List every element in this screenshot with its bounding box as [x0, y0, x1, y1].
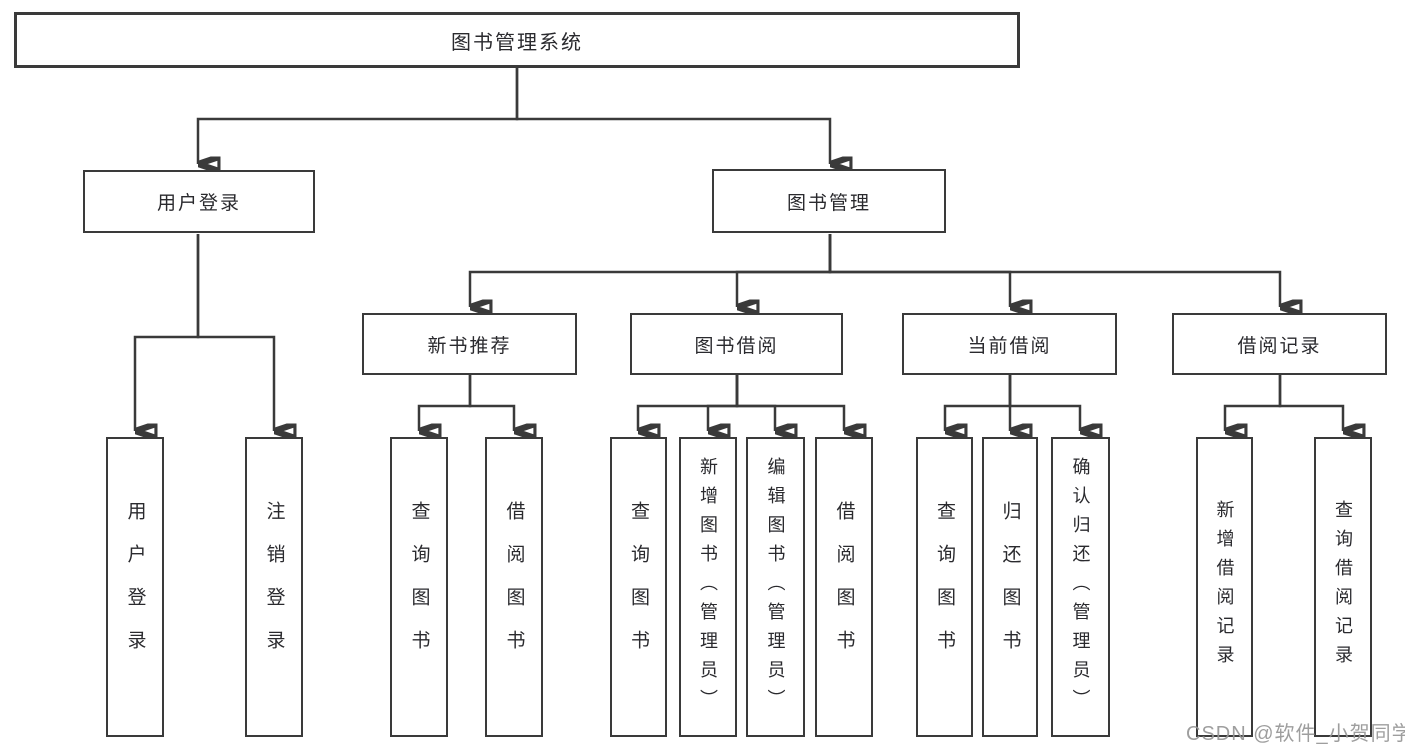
edge-cb-to-query — [943, 375, 1012, 431]
edge-bm-to-borrowing — [735, 234, 832, 307]
leaf-query-borrow-record: 查询借阅记录 — [1314, 437, 1372, 737]
edge-bb-to-borrow — [735, 375, 844, 431]
leaf-query-books-borrowing: 查询图书 — [610, 437, 667, 737]
edge-br-to-query — [1278, 375, 1343, 431]
edge-root-to-user-login — [196, 68, 519, 164]
leaf-user-login: 用户登录 — [106, 437, 164, 737]
edge-bm-to-current — [828, 234, 1010, 307]
node-book-management: 图书管理 — [712, 169, 946, 233]
edge-userlogin-to-leaf2 — [196, 234, 274, 431]
leaf-return-books: 归还图书 — [982, 437, 1038, 737]
leaf-edit-books-admin: 编辑图书（管理员） — [746, 437, 805, 737]
node-book-borrowing: 图书借阅 — [630, 313, 843, 375]
edge-bb-to-add — [706, 375, 739, 431]
leaf-confirm-return-admin: 确认归还（管理员） — [1051, 437, 1110, 737]
leaf-borrow-books-borrowing: 借阅图书 — [815, 437, 873, 737]
leaf-query-books-recommend: 查询图书 — [390, 437, 448, 737]
node-user-login: 用户登录 — [83, 170, 315, 233]
leaf-query-books-current: 查询图书 — [916, 437, 973, 737]
edge-bm-to-new-book — [468, 234, 832, 307]
leaf-add-borrow-record: 新增借阅记录 — [1196, 437, 1253, 737]
node-borrowing-records: 借阅记录 — [1172, 313, 1387, 375]
edge-br-to-add — [1223, 375, 1282, 431]
edge-bb-to-edit — [735, 375, 775, 431]
leaf-logout-login: 注销登录 — [245, 437, 303, 737]
edge-root-to-book-management — [515, 68, 830, 164]
leaf-borrow-books-recommend: 借阅图书 — [485, 437, 543, 737]
node-current-borrowing: 当前借阅 — [902, 313, 1117, 375]
watermark-text: CSDN @软件_小贺同学 — [1186, 723, 1405, 745]
edge-bb-to-query — [636, 375, 739, 431]
node-root: 图书管理系统 — [14, 12, 1020, 68]
edge-userlogin-to-leaf1 — [133, 234, 200, 431]
edge-nb-to-borrow — [468, 375, 514, 431]
leaf-add-books-admin: 新增图书（管理员） — [679, 437, 737, 737]
edge-bm-to-records — [828, 234, 1280, 307]
edge-nb-to-query — [417, 375, 472, 431]
edge-cb-to-confirm — [1008, 375, 1080, 431]
node-new-book-recommend: 新书推荐 — [362, 313, 577, 375]
